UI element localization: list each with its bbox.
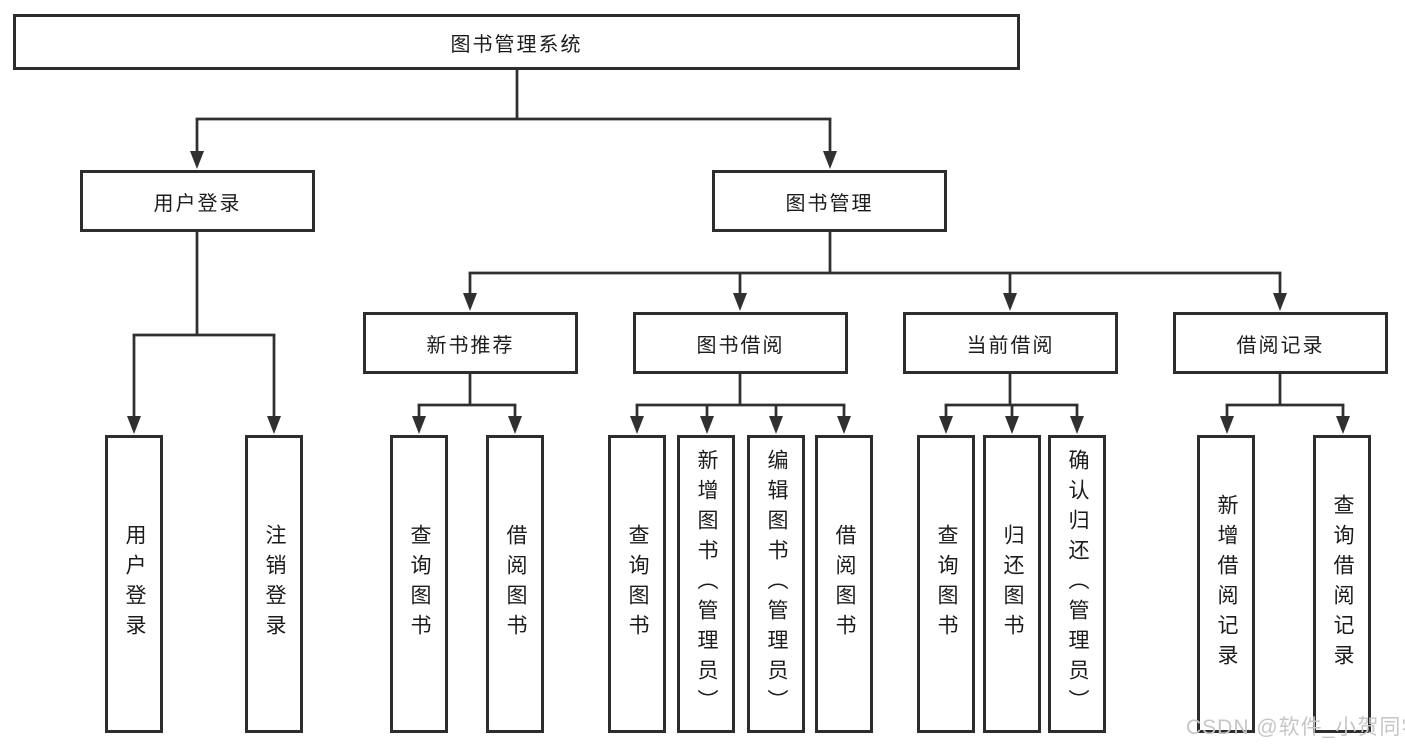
leaf-newrec-query-books: 查询图书 [390,435,448,733]
leaf-user-login: 用户登录 [105,435,163,733]
leaf-label: 查询借阅记录 [1331,494,1354,674]
leaf-records-add-record: 新增借阅记录 [1197,435,1255,733]
node-root-library-system: 图书管理系统 [13,14,1020,70]
leaf-label: 新增借阅记录 [1215,494,1238,674]
leaf-label: 注销登录 [263,524,286,644]
leaf-label: 查询图书 [408,524,431,644]
node-label: 图书管理 [785,192,874,215]
leaf-label: 借阅图书 [504,524,527,644]
leaf-current-confirm-return-admin: 确认归还（管理员） [1048,435,1106,733]
leaf-logout: 注销登录 [245,435,303,733]
leaf-label: 查询图书 [935,524,958,644]
leaf-borrow-edit-books-admin: 编辑图书（管理员） [747,435,805,733]
node-new-book-recommend: 新书推荐 [363,312,578,374]
node-label: 用户登录 [153,192,242,215]
leaf-records-query-record: 查询借阅记录 [1313,435,1371,733]
leaf-label: 归还图书 [1001,524,1024,644]
node-borrowing-records: 借阅记录 [1173,312,1388,374]
leaf-label: 借阅图书 [833,524,856,644]
leaf-borrow-borrow-books: 借阅图书 [815,435,873,733]
arrowheads [127,151,1350,434]
leaf-label: 编辑图书（管理员） [765,449,788,719]
node-book-borrowing: 图书借阅 [633,312,848,374]
leaf-label: 确认归还（管理员） [1066,449,1089,719]
node-label: 图书管理系统 [450,33,583,56]
node-user-login-branch: 用户登录 [80,170,315,232]
leaf-current-query-books: 查询图书 [917,435,975,733]
csdn-watermark: CSDN @软件_小贺同学 [1186,716,1405,739]
node-label: 当前借阅 [966,334,1055,357]
leaf-borrow-add-books-admin: 新增图书（管理员） [677,435,735,733]
leaf-newrec-borrow-books: 借阅图书 [486,435,544,733]
leaf-borrow-query-books: 查询图书 [608,435,666,733]
node-book-management-branch: 图书管理 [712,170,947,232]
node-current-borrowing: 当前借阅 [903,312,1118,374]
node-label: 新书推荐 [426,334,515,357]
leaf-label: 用户登录 [123,524,146,644]
node-label: 图书借阅 [696,334,785,357]
leaf-label: 查询图书 [626,524,649,644]
leaf-current-return-books: 归还图书 [983,435,1041,733]
node-label: 借阅记录 [1236,334,1325,357]
leaf-label: 新增图书（管理员） [695,449,718,719]
